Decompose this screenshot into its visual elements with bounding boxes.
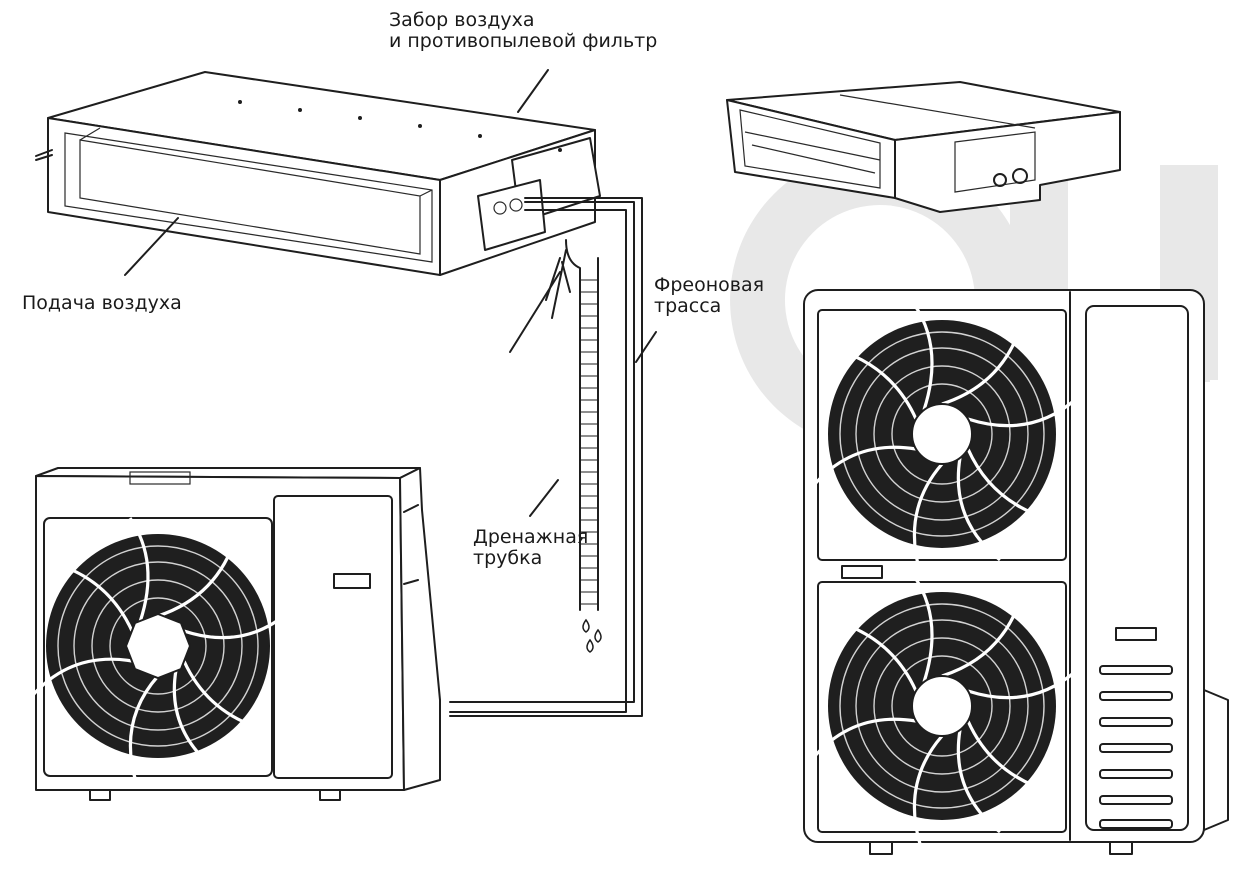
label-air-supply: Подача воздуха bbox=[22, 293, 182, 314]
label-air-intake-line1: Забор воздуха bbox=[389, 9, 535, 31]
label-drain-line2: трубка bbox=[473, 547, 543, 569]
label-freon-line2: трасса bbox=[654, 295, 722, 317]
label-air-supply-text: Подача воздуха bbox=[22, 292, 182, 314]
label-freon-line1: Фреоновая bbox=[654, 274, 765, 296]
ducted-indoor-unit bbox=[35, 71, 601, 276]
fan-grille-upper bbox=[812, 303, 1078, 573]
label-drain-line1: Дренажная bbox=[473, 526, 589, 548]
drain-pipe bbox=[545, 239, 602, 653]
fan-grille-lower bbox=[812, 575, 1078, 845]
freon-line bbox=[449, 197, 643, 717]
label-air-intake: Забор воздуха и противопылевой фильтр bbox=[389, 10, 657, 52]
outdoor-unit-double-fan bbox=[803, 289, 1229, 855]
label-air-intake-line2: и противопылевой фильтр bbox=[389, 30, 658, 52]
fan-grille-left bbox=[30, 517, 292, 783]
label-freon-line: Фреоновая трасса bbox=[654, 275, 764, 317]
leader-lines bbox=[124, 69, 657, 517]
vent-slats bbox=[1099, 665, 1173, 829]
ducted-unit-side-view bbox=[726, 81, 1121, 213]
water-drops bbox=[582, 618, 602, 653]
label-drain-tube: Дренажная трубка bbox=[473, 527, 588, 569]
outdoor-unit-single-fan bbox=[30, 467, 441, 801]
